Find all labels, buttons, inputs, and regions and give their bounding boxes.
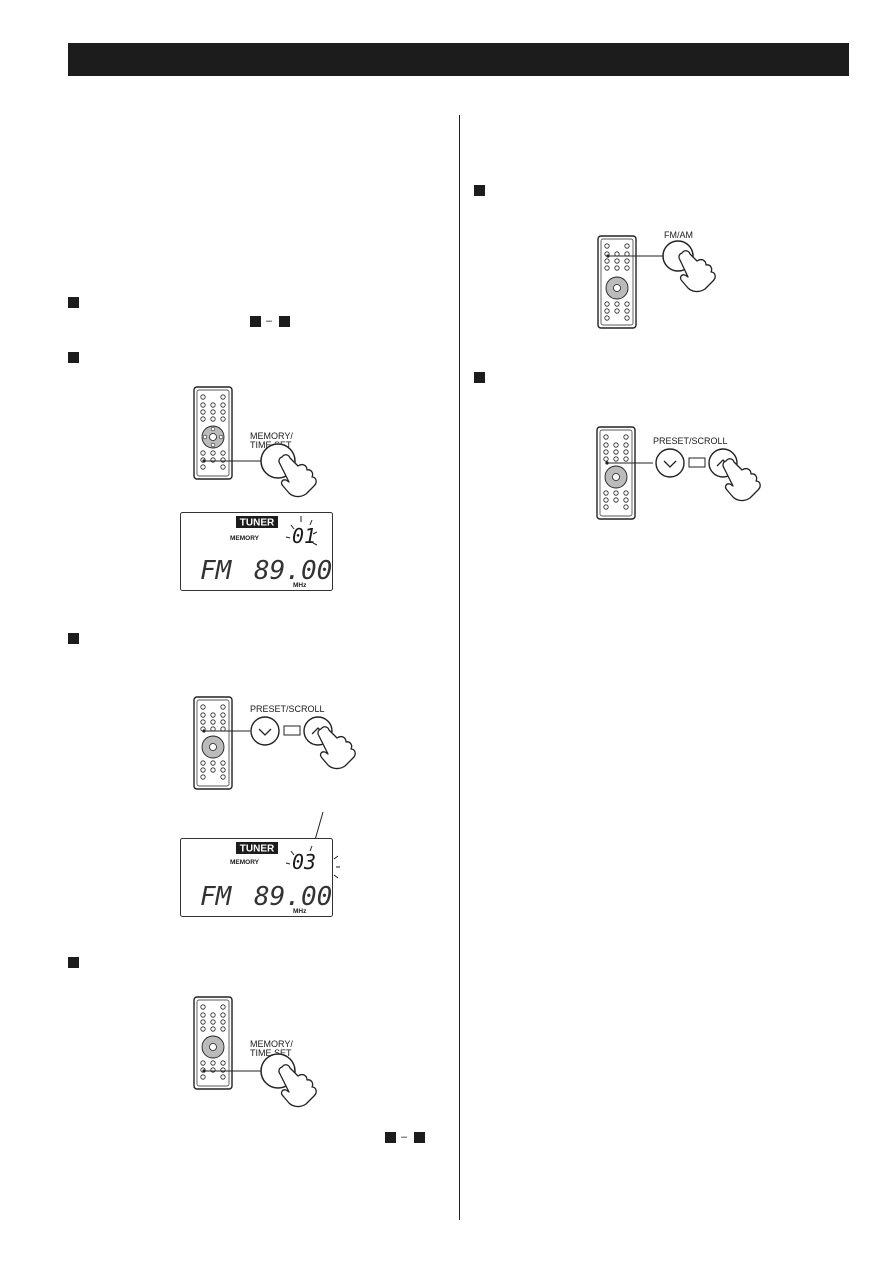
pointing-hand-icon [278, 1064, 317, 1108]
memory-time-set-figure-2: MEMORY/ TIME SET [190, 995, 340, 1108]
step-2-marker [68, 352, 79, 363]
memory-time-set-label-line1: MEMORY/ [250, 1039, 293, 1049]
preset-scroll-figure-2: PRESET/SCROLL [593, 425, 773, 525]
pointing-hand-icon [317, 726, 356, 770]
tuner-badge: TUNER [240, 844, 275, 855]
band-readout: FM [200, 882, 233, 912]
callout-line [314, 811, 324, 841]
frequency-readout: 89.00 [254, 556, 332, 586]
tuner-badge: TUNER [240, 518, 275, 529]
column-divider [459, 115, 460, 1220]
preset-number: 01 [292, 524, 316, 548]
ref-step-box-c [385, 1132, 396, 1143]
remote-control-icon [193, 996, 233, 1090]
unit-label: MHz [293, 582, 307, 589]
step-1-marker [68, 297, 79, 308]
step-4-marker [68, 957, 79, 968]
preset-scroll-label: PRESET/SCROLL [250, 704, 325, 714]
memory-indicator: MEMORY [230, 535, 260, 542]
blink-marks-icon [285, 516, 318, 546]
remote-control-icon [596, 426, 636, 520]
tuner-display-2: TUNER MEMORY 03 FM 89.00 MHz [180, 811, 355, 920]
preset-scroll-label: PRESET/SCROLL [653, 436, 728, 446]
step-3-marker [68, 633, 79, 644]
pointing-hand-icon [722, 458, 761, 502]
blink-marks-icon [285, 845, 340, 879]
remote-control-icon [597, 235, 637, 329]
fm-am-label: FM/AM [664, 230, 693, 240]
preset-scroll-figure-1: PRESET/SCROLL [190, 695, 370, 795]
preset-down-button-icon [655, 448, 685, 478]
frequency-readout: 89.00 [254, 882, 332, 912]
remote-control-icon [193, 696, 233, 790]
preset-down-button-icon [250, 716, 280, 746]
memory-time-set-label-line1: MEMORY/ [250, 431, 293, 441]
fm-am-figure: FM/AM [594, 222, 734, 334]
unit-label: MHz [293, 908, 307, 915]
ref-step-box-d [414, 1132, 425, 1143]
memory-time-set-figure-1: MEMORY/ TIME SET [190, 385, 340, 498]
preset-number: 03 [292, 850, 316, 874]
page-header-bar [68, 43, 849, 76]
memory-indicator: MEMORY [230, 859, 260, 866]
remote-control-icon [193, 386, 233, 480]
ref-separator: – [401, 1131, 408, 1143]
memory-time-set-label-line2: TIME SET [250, 1048, 292, 1058]
tuner-display-1: TUNER MEMORY 01 FM 89.00 MHz [180, 512, 355, 594]
pointing-hand-icon [278, 454, 317, 498]
pointing-hand-icon [678, 250, 716, 293]
ref-separator: – [266, 315, 273, 327]
ref-step-box-b [279, 316, 290, 327]
ref-step-box-a [250, 316, 261, 327]
step-6-marker [474, 372, 485, 383]
band-readout: FM [200, 556, 233, 586]
step-5-marker [474, 185, 485, 196]
